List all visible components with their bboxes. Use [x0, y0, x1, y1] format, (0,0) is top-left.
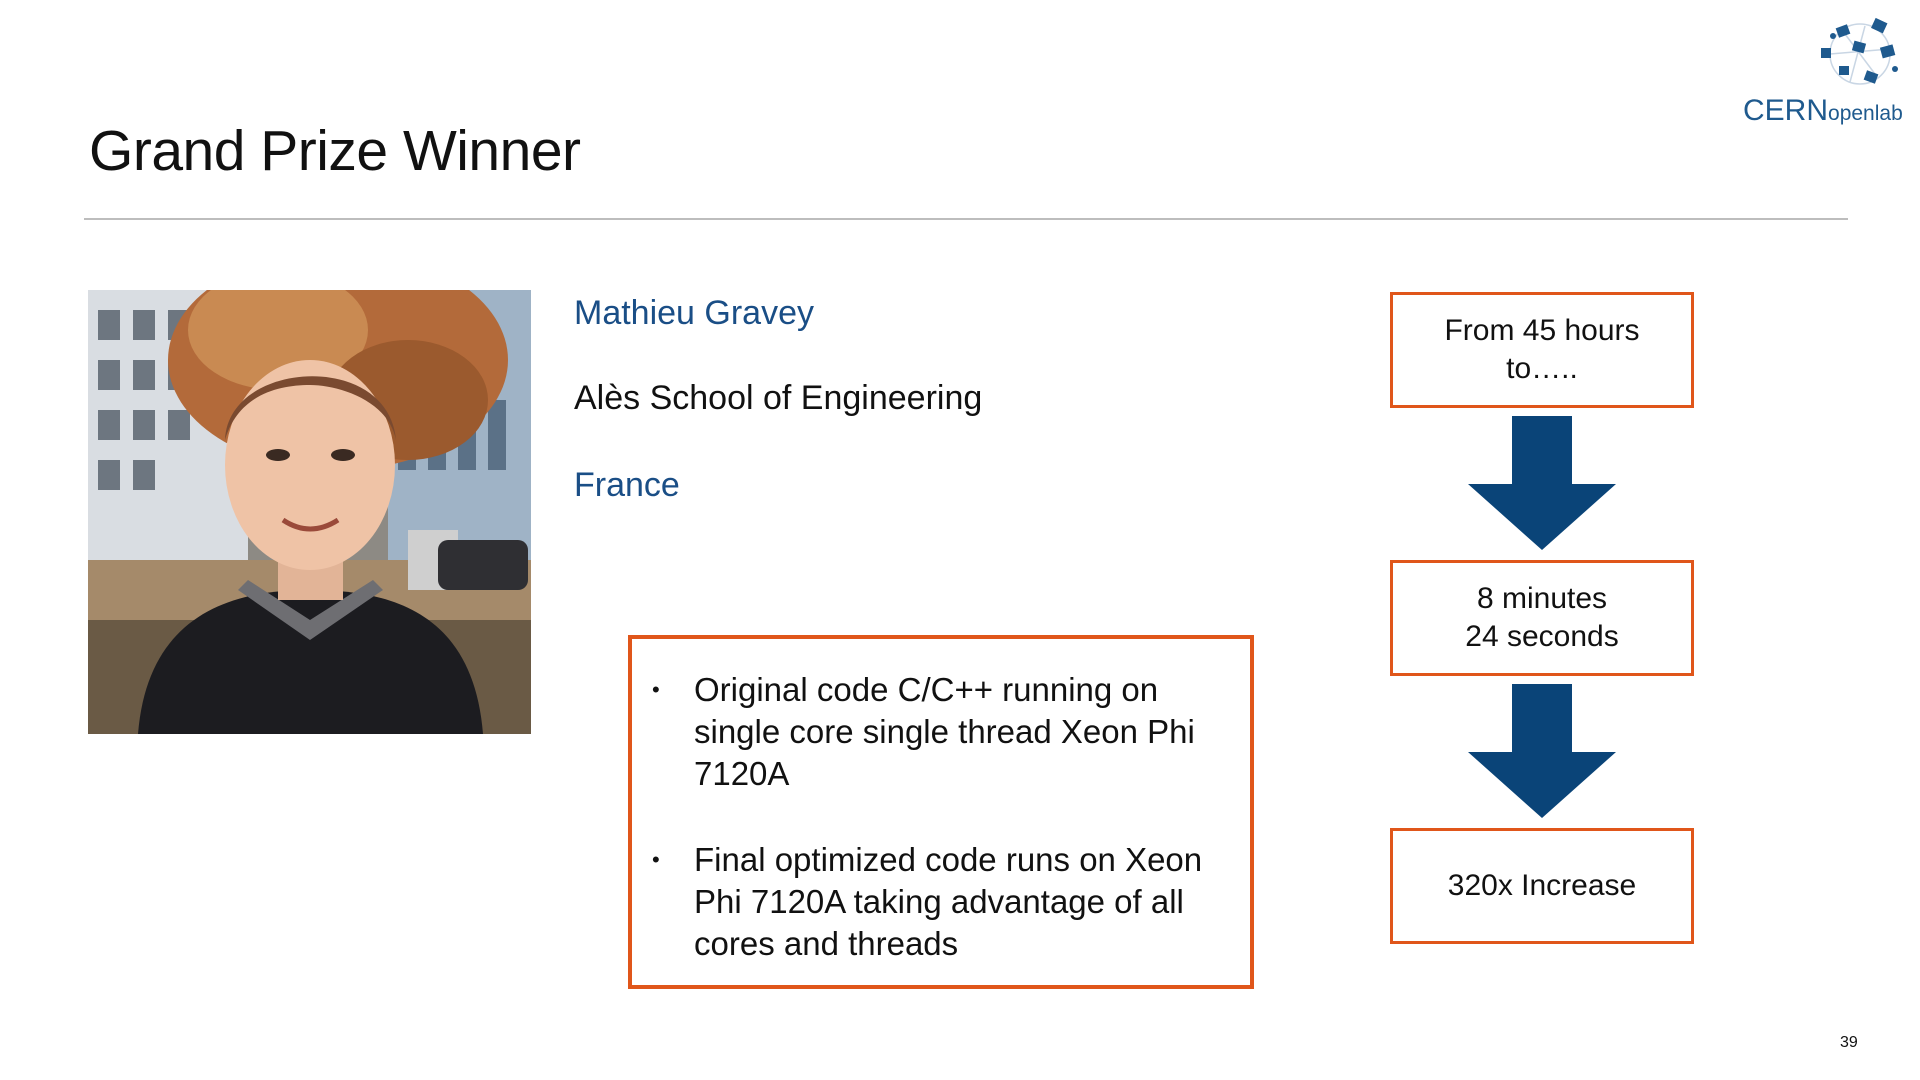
- network-logo-icon: [1821, 17, 1898, 85]
- slide-title: Grand Prize Winner: [89, 119, 581, 183]
- flow-step-increase: 320x Increase: [1390, 828, 1694, 944]
- bullet-item: • Final optimized code runs on Xeon Phi …: [652, 839, 1244, 965]
- bullet-dot-icon: •: [652, 847, 660, 872]
- bullet-text: Final optimized code runs on Xeon Phi 71…: [694, 841, 1203, 962]
- cern-openlab-logo: CERNopenlab: [1735, 14, 1915, 134]
- bullet-dot-icon: •: [652, 677, 660, 702]
- winner-name: Mathieu Gravey: [574, 294, 814, 332]
- logo-cern-text: CERN: [1743, 94, 1829, 127]
- logo-wordmark: CERNopenlab: [1743, 94, 1903, 128]
- bullet-text: Original code C/C++ running on single co…: [694, 671, 1195, 792]
- flow-step-result: 8 minutes 24 seconds: [1390, 560, 1694, 676]
- flow-step-start: From 45 hours to…..: [1390, 292, 1694, 408]
- down-arrow-icon: [1468, 684, 1616, 818]
- details-box: • Original code C/C++ running on single …: [628, 635, 1254, 989]
- page-number: 39: [1840, 1034, 1858, 1051]
- bullet-item: • Original code C/C++ running on single …: [652, 669, 1244, 795]
- down-arrow-icon: [1468, 416, 1616, 550]
- winner-school: Alès School of Engineering: [574, 379, 983, 417]
- winner-photo: [88, 290, 531, 734]
- logo-openlab-text: openlab: [1828, 102, 1903, 125]
- winner-country: France: [574, 466, 680, 504]
- title-divider: [84, 218, 1848, 220]
